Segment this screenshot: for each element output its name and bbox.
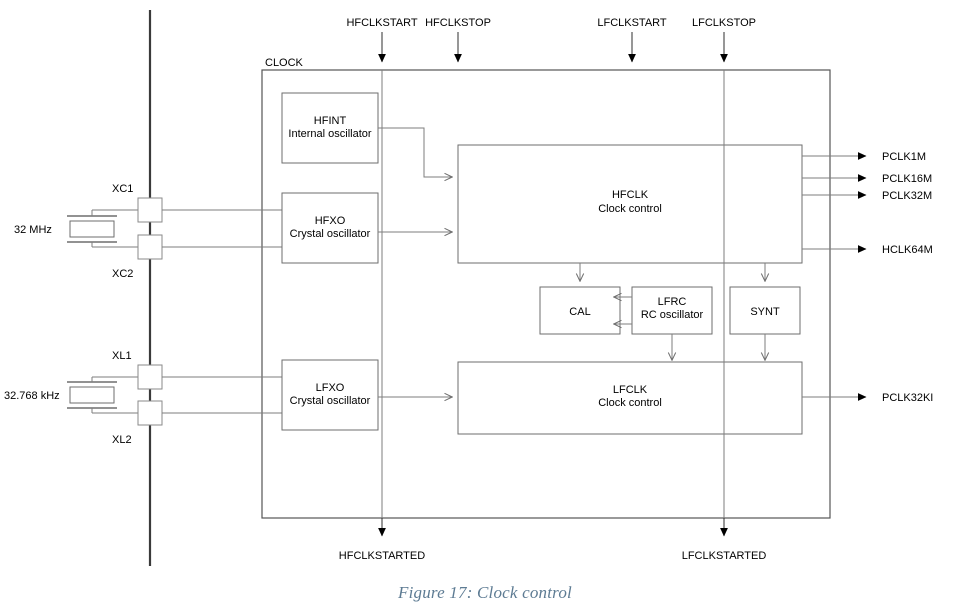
block-lfrc: LFRC RC oscillator xyxy=(631,286,713,335)
clock-peripheral-box xyxy=(261,69,831,519)
block-cal: CAL xyxy=(539,286,621,335)
lf-crystal-group: 32.768 kHz XL1 XL2 xyxy=(4,350,287,446)
synt-box xyxy=(729,286,801,335)
wire-hfint-to-hfclk xyxy=(378,127,452,177)
hfclk-output-group: PCLK1M PCLK16M PCLK32M HCLK64M xyxy=(802,151,933,256)
output-label-pclk16m: PCLK16M xyxy=(882,173,932,185)
pin-label-xl2: XL2 xyxy=(112,434,132,446)
lfrc-box xyxy=(631,286,713,335)
block-hfint: HFINT Internal oscillator xyxy=(281,92,379,164)
pin-pad-xc1 xyxy=(137,197,163,223)
lfxo-title: LFXO xyxy=(316,382,345,394)
block-hfclk: HFCLK Clock control xyxy=(457,144,803,264)
bottom-signal-group: HFCLKSTARTED LFCLKSTARTED xyxy=(339,518,767,562)
lfxo-subtitle: Crystal oscillator xyxy=(290,395,371,407)
hfxo-subtitle: Crystal oscillator xyxy=(290,228,371,240)
block-lfclk: LFCLK Clock control xyxy=(457,361,803,435)
signal-label-lfclkstarted: LFCLKSTARTED xyxy=(682,550,767,562)
lfrc-subtitle: RC oscillator xyxy=(641,309,704,321)
pin-pad-xl1 xyxy=(137,364,163,390)
signal-label-hfclkstarted: HFCLKSTARTED xyxy=(339,550,425,562)
cal-box xyxy=(539,286,621,335)
lf-crystal-freq-label: 32.768 kHz xyxy=(4,390,60,402)
lf-crystal-body xyxy=(69,386,115,404)
figure-caption: Figure 17: Clock control xyxy=(398,583,572,602)
lfclk-subtitle: Clock control xyxy=(598,397,662,409)
pin-label-xc2: XC2 xyxy=(112,268,133,280)
lfclk-box xyxy=(457,361,803,435)
hfclk-subtitle: Clock control xyxy=(598,203,662,215)
output-label-pclk32ki: PCLK32KI xyxy=(882,392,933,404)
block-lfxo: LFXO Crystal oscillator xyxy=(281,359,379,431)
pin-label-xl1: XL1 xyxy=(112,350,132,362)
clock-box-label: CLOCK xyxy=(265,57,304,69)
pin-label-xc1: XC1 xyxy=(112,183,133,195)
lfxo-box xyxy=(281,359,379,431)
hfint-box xyxy=(281,92,379,164)
lfrc-title: LFRC xyxy=(658,296,687,308)
hf-crystal-body xyxy=(69,220,115,238)
hfint-title: HFINT xyxy=(314,115,347,127)
block-synt: SYNT xyxy=(729,286,801,335)
signal-label-hfclkstart: HFCLKSTART xyxy=(346,17,417,29)
output-label-pclk1m: PCLK1M xyxy=(882,151,926,163)
block-hfxo: HFXO Crystal oscillator xyxy=(281,192,379,264)
hfint-subtitle: Internal oscillator xyxy=(288,128,371,140)
cal-title: CAL xyxy=(569,306,590,318)
hfxo-title: HFXO xyxy=(315,215,346,227)
signal-label-hfclkstop: HFCLKSTOP xyxy=(425,17,491,29)
synt-title: SYNT xyxy=(750,306,780,318)
top-signal-group: HFCLKSTART HFCLKSTOP LFCLKSTART LFCLKSTO… xyxy=(346,17,756,63)
lfclk-title: LFCLK xyxy=(613,384,648,396)
hf-crystal-freq-label: 32 MHz xyxy=(14,224,52,236)
hfclk-box xyxy=(457,144,803,264)
hfclk-title: HFCLK xyxy=(612,189,649,201)
signal-label-lfclkstart: LFCLKSTART xyxy=(597,17,667,29)
pin-pad-xl2 xyxy=(137,400,163,426)
pin-pad-xc2 xyxy=(137,234,163,260)
figure-caption-wrapper: Figure 17: Clock control xyxy=(0,583,970,603)
signal-label-lfclkstop: LFCLKSTOP xyxy=(692,17,756,29)
hfxo-box xyxy=(281,192,379,264)
hf-crystal-group: 32 MHz XC1 XC2 xyxy=(14,183,287,280)
output-label-hclk64m: HCLK64M xyxy=(882,244,933,256)
output-label-pclk32m: PCLK32M xyxy=(882,190,932,202)
